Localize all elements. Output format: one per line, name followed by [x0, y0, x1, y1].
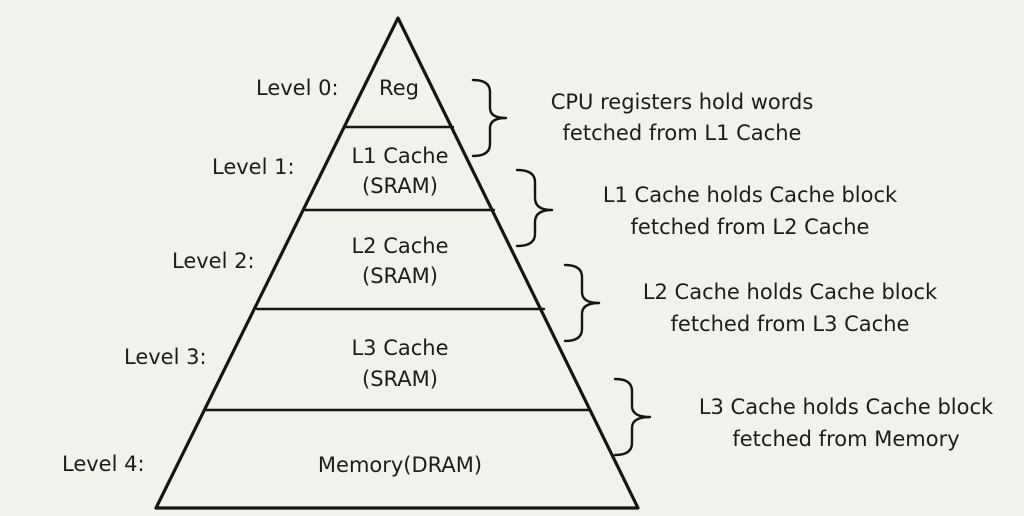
tier-labels: Reg L1 Cache (SRAM) L2 Cache (SRAM) L3 C…: [318, 76, 482, 477]
note-level-3-line-1: L3 Cache holds Cache block: [699, 395, 994, 419]
brace-level-2: [563, 263, 601, 343]
brace-level-1: [515, 168, 554, 248]
braces: [471, 78, 652, 457]
brace-level-3: [613, 377, 652, 457]
level-labels: Level 0: Level 1: Level 2: Level 3: Leve…: [62, 76, 339, 476]
level-4-label: Level 4:: [62, 452, 145, 476]
tier-3-name: L3 Cache: [351, 336, 448, 360]
tier-2-name: L2 Cache: [351, 234, 448, 258]
tier-4-name: Memory(DRAM): [318, 453, 482, 477]
tier-1-name: L1 Cache: [351, 144, 448, 168]
level-1-label: Level 1:: [212, 155, 295, 179]
note-level-2-line-1: L2 Cache holds Cache block: [643, 280, 938, 304]
note-level-0-line-1: CPU registers hold words: [551, 90, 814, 114]
note-level-0-line-2: fetched from L1 Cache: [563, 121, 802, 145]
pyramid-outline: [154, 16, 640, 510]
level-0-label: Level 0:: [256, 76, 339, 100]
level-2-label: Level 2:: [172, 249, 255, 273]
level-notes: CPU registers hold words fetched from L1…: [551, 90, 994, 451]
brace-level-0: [471, 78, 508, 158]
note-level-2-line-2: fetched from L3 Cache: [671, 312, 910, 336]
pyramid: [154, 16, 640, 510]
tier-1-type: (SRAM): [362, 174, 438, 198]
tier-0-name: Reg: [379, 76, 419, 100]
tier-2-type: (SRAM): [362, 264, 438, 288]
tier-3-type: (SRAM): [362, 367, 438, 391]
note-level-1-line-2: fetched from L2 Cache: [631, 215, 870, 239]
level-3-label: Level 3:: [124, 345, 207, 369]
note-level-1-line-1: L1 Cache holds Cache block: [603, 183, 898, 207]
note-level-3-line-2: fetched from Memory: [732, 427, 959, 451]
